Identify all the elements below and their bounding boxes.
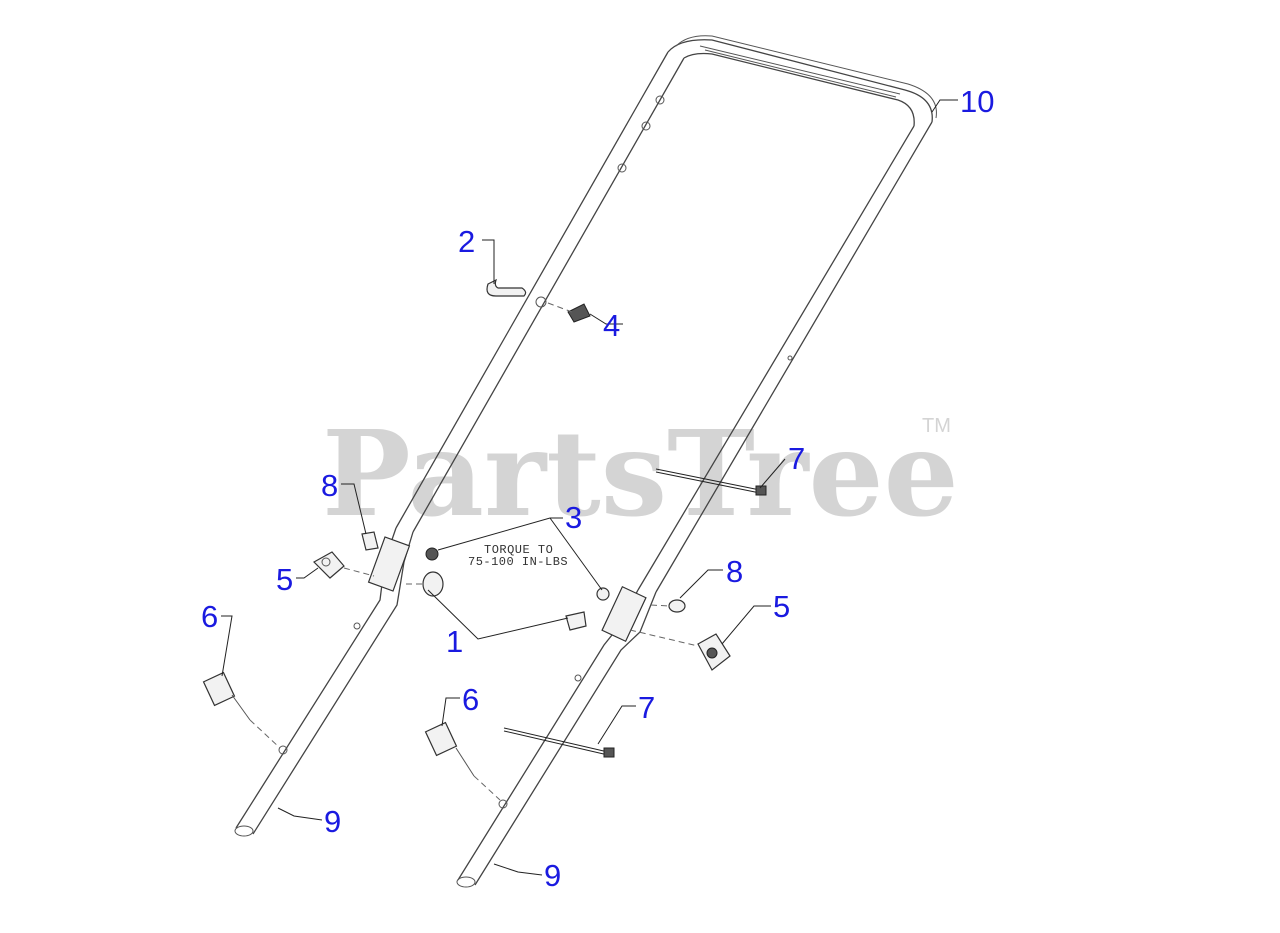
callout-1: 1 [446,624,463,659]
torque-note-line1: TORQUE TO [484,543,553,557]
callout-6-left: 6 [201,599,218,634]
watermark-text: PartsTree [322,404,959,543]
lower-tube-right [456,585,657,888]
cable-clip [547,302,591,323]
cable-tie-lower [503,727,615,758]
bolt-right [650,599,686,613]
callout-7-lower: 7 [638,690,655,725]
callout-7-upper: 7 [788,441,805,476]
callout-5-left: 5 [276,562,293,597]
callout-5-right: 5 [773,589,790,624]
partstree-watermark: PartsTree TM [322,404,959,543]
knob-left [313,551,375,579]
callout-10: 10 [960,84,994,119]
adjust-knob-right [424,721,501,801]
callout-numbers: 10 2 4 7 8 3 5 8 6 1 5 6 7 9 9 [201,84,994,893]
adjust-knob-left [202,671,281,749]
cable-guide [486,278,527,297]
torque-note-line2: 75-100 IN-LBS [468,555,568,569]
torque-note: TORQUE TO 75-100 IN-LBS [468,543,568,569]
callout-9-left: 9 [324,804,341,839]
cable-tie-upper [655,468,767,496]
watermark-trademark: TM [922,415,951,437]
callout-8-right: 8 [726,554,743,589]
callout-4: 4 [603,308,620,343]
lower-tube-left [234,527,414,837]
upper-handle [395,35,937,593]
callout-9-right: 9 [544,858,561,893]
callout-2: 2 [458,224,475,259]
leader-lines [221,99,958,876]
knob-right [629,629,731,671]
callout-8-left: 8 [321,468,338,503]
carriage-bolt-left [406,571,444,597]
nut-left [425,547,439,561]
carriage-bolt-right [565,611,587,631]
callout-6-right: 6 [462,682,479,717]
callout-3: 3 [565,500,582,535]
nut-right [596,587,610,601]
bolt-left [361,531,379,551]
